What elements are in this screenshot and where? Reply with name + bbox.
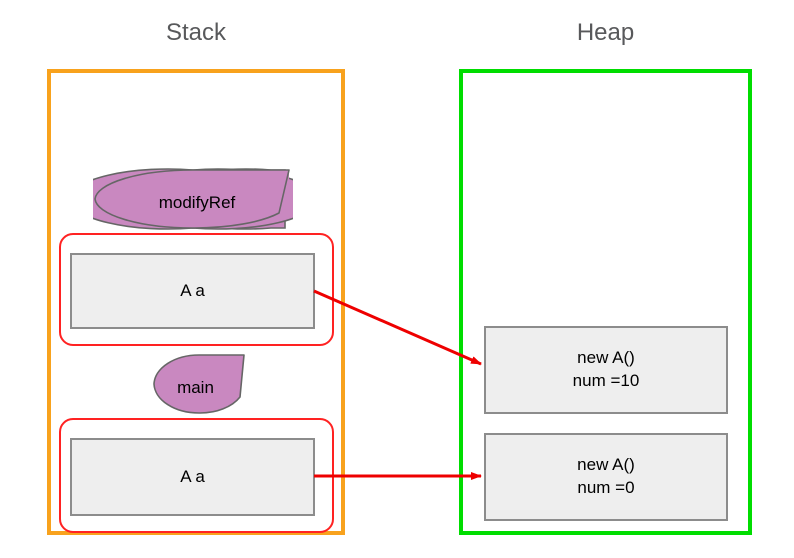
heap-object-1-line2: num =10: [572, 371, 640, 390]
heap-object-2-line1: new A(): [577, 455, 635, 475]
method-ellipse-icon: [93, 168, 293, 230]
method-ellipse-icon: [153, 354, 245, 414]
heap-object-1[interactable]: new A() num =10: [484, 326, 728, 414]
heap-object-1-line1: new A(): [577, 348, 635, 368]
heap-object-2[interactable]: new A() num =0: [484, 433, 728, 521]
method-shape-main[interactable]: main: [152, 353, 247, 415]
stack-title: Stack: [165, 19, 227, 46]
heap-title: Heap: [576, 19, 635, 46]
variable-box-modifyref-a[interactable]: A a: [70, 253, 315, 329]
method-label-main: main: [177, 378, 214, 397]
method-label-modifyref: modifyRef: [158, 193, 236, 212]
method-shape-modifyref[interactable]: modifyRef: [93, 168, 293, 230]
stack-frame-modifyref: [59, 233, 334, 346]
heap-object-2-line2: num =0: [577, 478, 635, 497]
variable-box-main-a[interactable]: A a: [70, 438, 315, 516]
variable-label-main-a: A a: [180, 466, 205, 486]
variable-label-modifyref-a: A a: [180, 280, 205, 300]
